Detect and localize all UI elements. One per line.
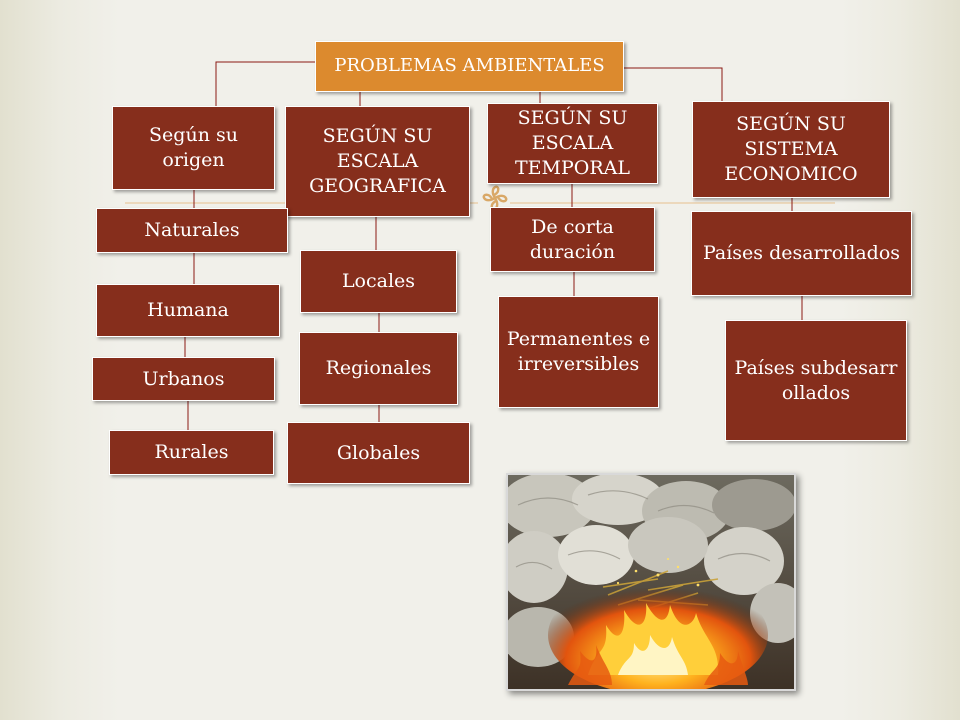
- node-humana-label: Humana: [147, 299, 229, 322]
- branch-heading-economico-label: SEGÚN SU SISTEMA ECONOMICO: [724, 113, 858, 185]
- node-locales: Locales: [300, 250, 457, 313]
- decorative-flourish-icon: [478, 181, 512, 219]
- root-node: PROBLEMAS AMBIENTALES: [315, 41, 624, 92]
- branch-heading-geografica: SEGÚN SU ESCALA GEOGRAFICA: [285, 106, 470, 217]
- burning-garbage-bags-photo: [506, 473, 796, 691]
- node-humana: Humana: [96, 284, 280, 337]
- node-locales-label: Locales: [341, 270, 416, 293]
- node-paises-subdesarrollados: Países subdesarrollados: [725, 320, 907, 441]
- node-permanentes: Permanentes e irreversibles: [498, 296, 659, 408]
- node-urbanos: Urbanos: [92, 357, 275, 401]
- node-paises-subdesarrollados-label: Países subdesarrollados: [734, 356, 898, 404]
- node-naturales-label: Naturales: [144, 219, 240, 242]
- node-regionales: Regionales: [299, 332, 458, 405]
- node-paises-desarrollados-label: Países desarrollados: [702, 242, 901, 265]
- branch-heading-geografica-label: SEGÚN SU ESCALA GEOGRAFICA: [309, 125, 446, 197]
- branch-heading-origin: Según su origen: [112, 106, 275, 190]
- node-corta-duracion-label: De corta duración: [529, 215, 616, 263]
- branch-heading-temporal-label: SEGÚN SU ESCALA TEMPORAL: [514, 107, 630, 179]
- node-regionales-label: Regionales: [325, 357, 432, 380]
- branch-heading-temporal: SEGÚN SU ESCALA TEMPORAL: [487, 103, 658, 184]
- node-urbanos-label: Urbanos: [142, 367, 225, 390]
- node-globales-label: Globales: [336, 441, 421, 464]
- node-naturales: Naturales: [96, 208, 288, 253]
- branch-heading-origin-label: Según su origen: [149, 124, 238, 171]
- node-paises-desarrollados: Países desarrollados: [691, 211, 912, 296]
- root-label: PROBLEMAS AMBIENTALES: [334, 55, 605, 77]
- node-rurales: Rurales: [109, 430, 274, 475]
- connector-root-economico: [624, 67, 723, 101]
- branch-heading-economico: SEGÚN SU SISTEMA ECONOMICO: [692, 101, 890, 198]
- connector-root-origin: [215, 61, 315, 106]
- node-globales: Globales: [287, 422, 470, 484]
- node-corta-duracion: De corta duración: [490, 207, 655, 272]
- node-rurales-label: Rurales: [154, 441, 229, 464]
- node-permanentes-label: Permanentes e irreversibles: [506, 328, 651, 375]
